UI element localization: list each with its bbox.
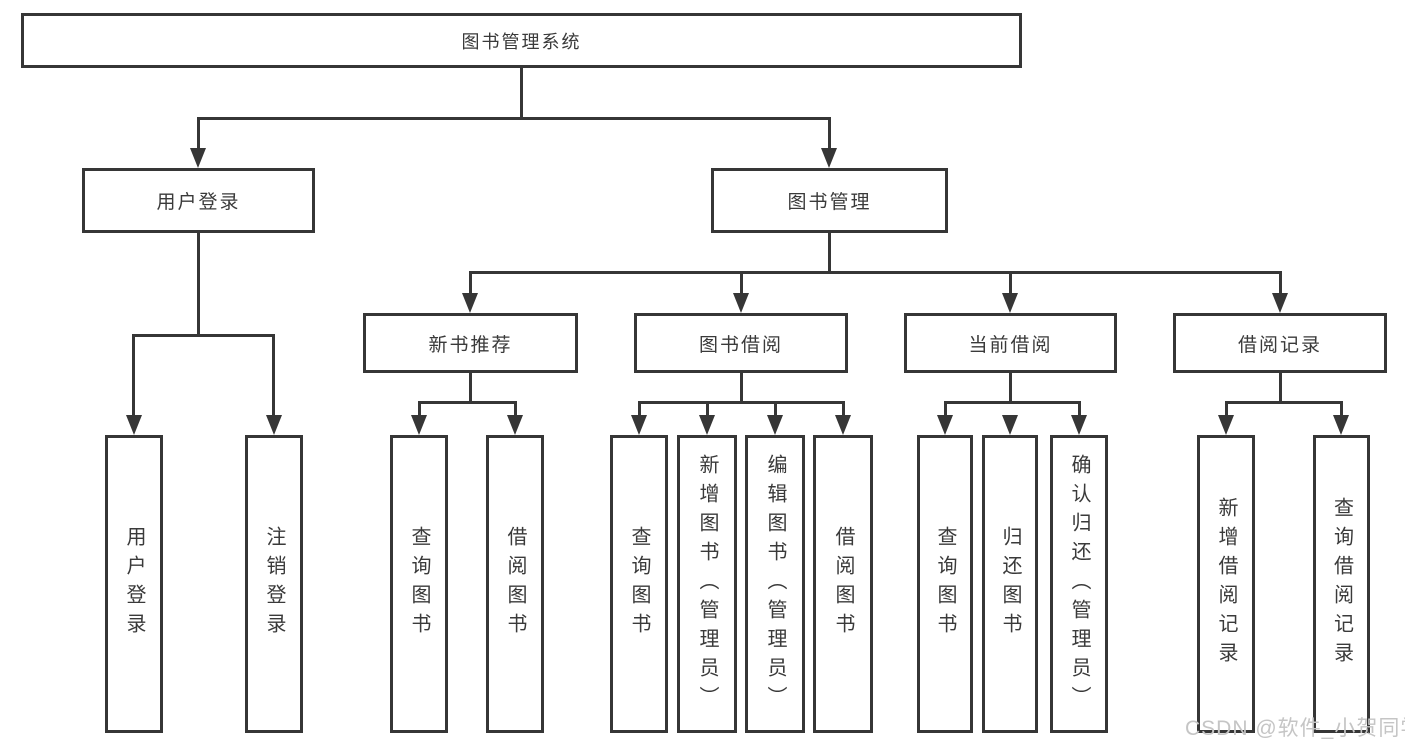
arrow-down-icon [507,415,523,435]
connector-hline [418,401,517,404]
connector-vline [1225,401,1228,418]
connector-vline [197,117,200,154]
connector-vline [197,233,200,337]
connector-vline [520,68,523,119]
connector-vline [774,401,777,418]
node-current-borrowing: 当前借阅 [904,313,1117,373]
arrow-down-icon [767,415,783,435]
leaf-query-borrow-record: 查询借阅记录 [1313,435,1370,733]
node-label: 新书推荐 [428,334,513,356]
connector-vline [740,271,743,297]
node-label: 查询图书 [934,526,956,642]
connector-hline [197,117,831,120]
connector-vline [272,334,275,418]
connector-vline [1279,373,1282,404]
node-label: 图书管理系统 [461,31,582,52]
connector-vline [132,334,135,418]
connector-vline [1340,401,1343,418]
node-library-management-system: 图书管理系统 [21,13,1022,68]
connector-hline [132,334,275,337]
connector-hline [638,401,845,404]
leaf-query-books-current: 查询图书 [917,435,973,733]
node-label: 用户登录 [156,192,241,213]
connector-vline [1009,373,1012,404]
node-user-login: 用户登录 [82,168,315,233]
node-label: 查询借阅记录 [1330,497,1353,671]
node-label: 借阅图书 [832,526,854,642]
leaf-add-borrow-record: 新增借阅记录 [1197,435,1255,733]
arrow-down-icon [411,415,427,435]
leaf-user-login: 用户登录 [105,435,163,733]
leaf-add-books-admin: 新增图书（管理员） [677,435,737,733]
csdn-watermark: CSDN @软件_小贺同学 [1185,717,1405,740]
node-borrowing-records: 借阅记录 [1173,313,1387,373]
connector-vline [944,401,947,418]
arrow-down-icon [937,415,953,435]
leaf-edit-books-admin: 编辑图书（管理员） [745,435,805,733]
connector-hline [944,401,1081,404]
leaf-return-books: 归还图书 [982,435,1038,733]
arrow-down-icon [1002,293,1018,313]
node-book-borrowing: 图书借阅 [634,313,848,373]
connector-vline [828,117,831,154]
arrow-down-icon [126,415,142,435]
arrow-down-icon [266,415,282,435]
arrow-down-icon [1272,293,1288,313]
arrow-down-icon [699,415,715,435]
node-label: 借阅记录 [1237,334,1322,356]
connector-vline [1078,401,1081,418]
connector-vline [1009,271,1012,297]
arrow-down-icon [1218,415,1234,435]
node-label: 新增借阅记录 [1215,497,1237,671]
node-book-management: 图书管理 [711,168,948,233]
arrow-down-icon [631,415,647,435]
node-label: 编辑图书（管理员） [764,453,786,715]
node-label: 确认归还（管理员） [1068,453,1090,715]
node-label: 借阅图书 [504,526,526,642]
connector-vline [469,271,472,297]
connector-vline [740,373,743,404]
connector-hline [1225,401,1342,404]
node-label: 新增图书（管理员） [696,453,718,715]
node-label: 查询图书 [628,526,650,642]
node-label: 归还图书 [999,526,1021,642]
arrow-down-icon [190,148,206,168]
leaf-query-books-borrow: 查询图书 [610,435,668,733]
arrow-down-icon [1071,415,1087,435]
connector-vline [469,373,472,404]
arrow-down-icon [1002,415,1018,435]
leaf-borrow-books-recommend: 借阅图书 [486,435,544,733]
connector-vline [828,233,831,274]
connector-vline [706,401,709,418]
node-label: 查询图书 [408,526,430,642]
connector-vline [514,401,517,418]
connector-vline [1279,271,1282,297]
connector-vline [842,401,845,418]
arrow-down-icon [1333,415,1349,435]
connector-vline [638,401,641,418]
leaf-borrow-books: 借阅图书 [813,435,873,733]
connector-vline [418,401,421,418]
arrow-down-icon [462,293,478,313]
node-label: 用户登录 [123,526,145,642]
node-label: 注销登录 [263,526,285,642]
leaf-query-books-recommend: 查询图书 [390,435,448,733]
connector-hline [469,271,1282,274]
node-label: 图书借阅 [698,334,783,356]
node-new-book-recommendation: 新书推荐 [363,313,578,373]
leaf-confirm-return-admin: 确认归还（管理员） [1050,435,1108,733]
node-label: 当前借阅 [968,334,1053,356]
arrow-down-icon [835,415,851,435]
node-label: 图书管理 [787,192,872,213]
arrow-down-icon [733,293,749,313]
arrow-down-icon [821,148,837,168]
leaf-logout: 注销登录 [245,435,303,733]
